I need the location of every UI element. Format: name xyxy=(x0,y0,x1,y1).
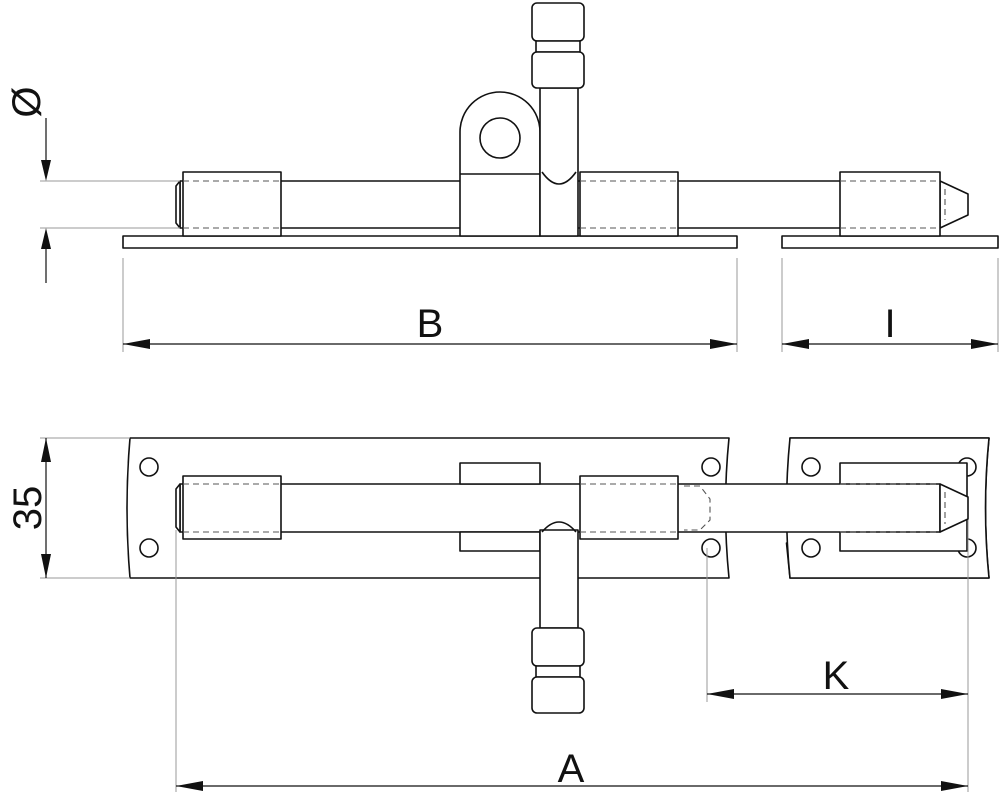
rod-end-left-side xyxy=(175,180,181,229)
staple-left-side xyxy=(182,171,282,237)
dim-label-diameter: Ø xyxy=(5,86,49,117)
dim-label-a: A xyxy=(558,747,585,791)
screw-hole xyxy=(139,538,159,558)
staple-middle-side xyxy=(579,171,679,237)
rod-tip-side xyxy=(939,180,969,229)
handle-knob-top xyxy=(531,2,585,42)
bolt-rod-top xyxy=(179,483,941,533)
lug-top-lower xyxy=(459,531,541,552)
dim-label-k: K xyxy=(823,654,850,698)
dim-label-i: I xyxy=(884,302,895,346)
lug-side xyxy=(459,91,541,237)
dim-label-b: B xyxy=(417,302,444,346)
retracted-rod-end xyxy=(684,485,711,531)
staple-left-top xyxy=(182,475,282,540)
keeper-staple-side xyxy=(839,171,941,237)
screw-hole xyxy=(801,457,821,477)
lug-top-upper xyxy=(459,462,541,485)
staple-middle-top xyxy=(579,475,679,540)
dim-label-height: 35 xyxy=(6,486,50,531)
screw-hole xyxy=(139,457,159,477)
side-view xyxy=(122,2,999,249)
handle-stem-side xyxy=(539,87,579,237)
dimensions: Ø B I 35 K A xyxy=(5,86,999,792)
screw-hole xyxy=(701,457,721,477)
keeper-plate-side xyxy=(781,235,999,249)
screw-hole xyxy=(701,538,721,558)
handle-stem-top xyxy=(539,529,579,629)
handle-knob-top-view-upper xyxy=(531,627,585,667)
handle-knob-top-view-lower xyxy=(531,676,585,714)
top-view xyxy=(126,437,990,714)
lug-hole xyxy=(479,117,521,159)
handle-knob-bottom xyxy=(531,51,585,89)
screw-hole xyxy=(801,538,821,558)
main-plate-side xyxy=(122,235,738,249)
rod-tip-top xyxy=(939,483,969,533)
